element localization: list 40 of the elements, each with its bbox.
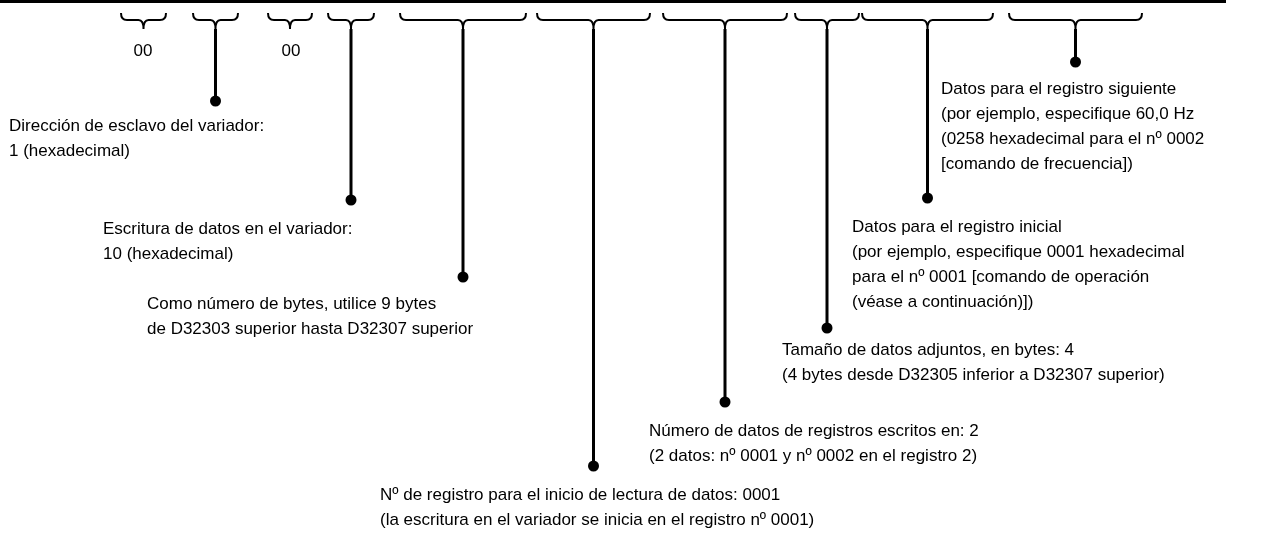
leader-line: [719, 29, 731, 408]
callout-text: 1 (hexadecimal): [9, 140, 130, 162]
curly-brace: [267, 12, 313, 29]
callout-text: Dirección de esclavo del variador:: [9, 115, 265, 137]
callout-text: Datos para el registro inicial: [852, 216, 1062, 238]
callout-text: (por ejemplo, especifique 0001 hexadecimal: [852, 241, 1185, 263]
callout-text: (2 datos: nº 0001 y nº 0002 en el registro 2): [649, 445, 978, 467]
curly-brace: [327, 12, 375, 29]
callout-text: Escritura de datos en el variador:: [103, 218, 353, 240]
callout-text: Datos para el registro siguiente: [941, 78, 1177, 100]
callout-text: (por ejemplo, especifique 60,0 Hz: [941, 103, 1195, 125]
callout-text: (la escritura en el variador se inicia en el registro nº 0001): [380, 509, 815, 531]
callout-text: Nº de registro para el inicio de lectura de datos: 0001: [380, 484, 781, 506]
callout-text: (4 bytes desde D32305 inferior a D32307 superior): [782, 364, 1165, 386]
byte-value: 00: [133, 41, 153, 61]
curly-brace: [120, 12, 167, 29]
leader-line: [457, 29, 469, 283]
byte-value: 00: [281, 41, 301, 61]
leader-line: [588, 29, 599, 472]
curly-brace: [536, 12, 651, 29]
callout-text: [comando de frecuencia]): [941, 153, 1133, 175]
callout-text: (véase a continuación)]): [852, 291, 1034, 313]
callout-text: 10 (hexadecimal): [103, 243, 234, 265]
leader-line: [345, 29, 357, 206]
curly-brace: [399, 12, 527, 29]
leader-line: [821, 29, 833, 334]
leader-line: [1070, 29, 1081, 68]
callout-text: para el nº 0001 [comando de operación: [852, 266, 1150, 288]
callout-text: Como número de bytes, utilice 9 bytes: [147, 293, 437, 315]
curly-brace: [794, 12, 860, 29]
callout-text: de D32303 superior hasta D32307 superior: [147, 318, 474, 340]
curly-brace: [861, 12, 994, 29]
curly-brace: [662, 12, 788, 29]
leader-line: [922, 29, 933, 204]
callout-text: Número de datos de registros escritos en: 2: [649, 420, 979, 442]
callout-text: Tamaño de datos adjuntos, en bytes: 4: [782, 339, 1075, 361]
curly-brace: [192, 12, 239, 29]
callout-text: (0258 hexadecimal para el nº 0002: [941, 128, 1205, 150]
leader-line: [210, 29, 221, 107]
curly-brace: [1008, 12, 1143, 29]
